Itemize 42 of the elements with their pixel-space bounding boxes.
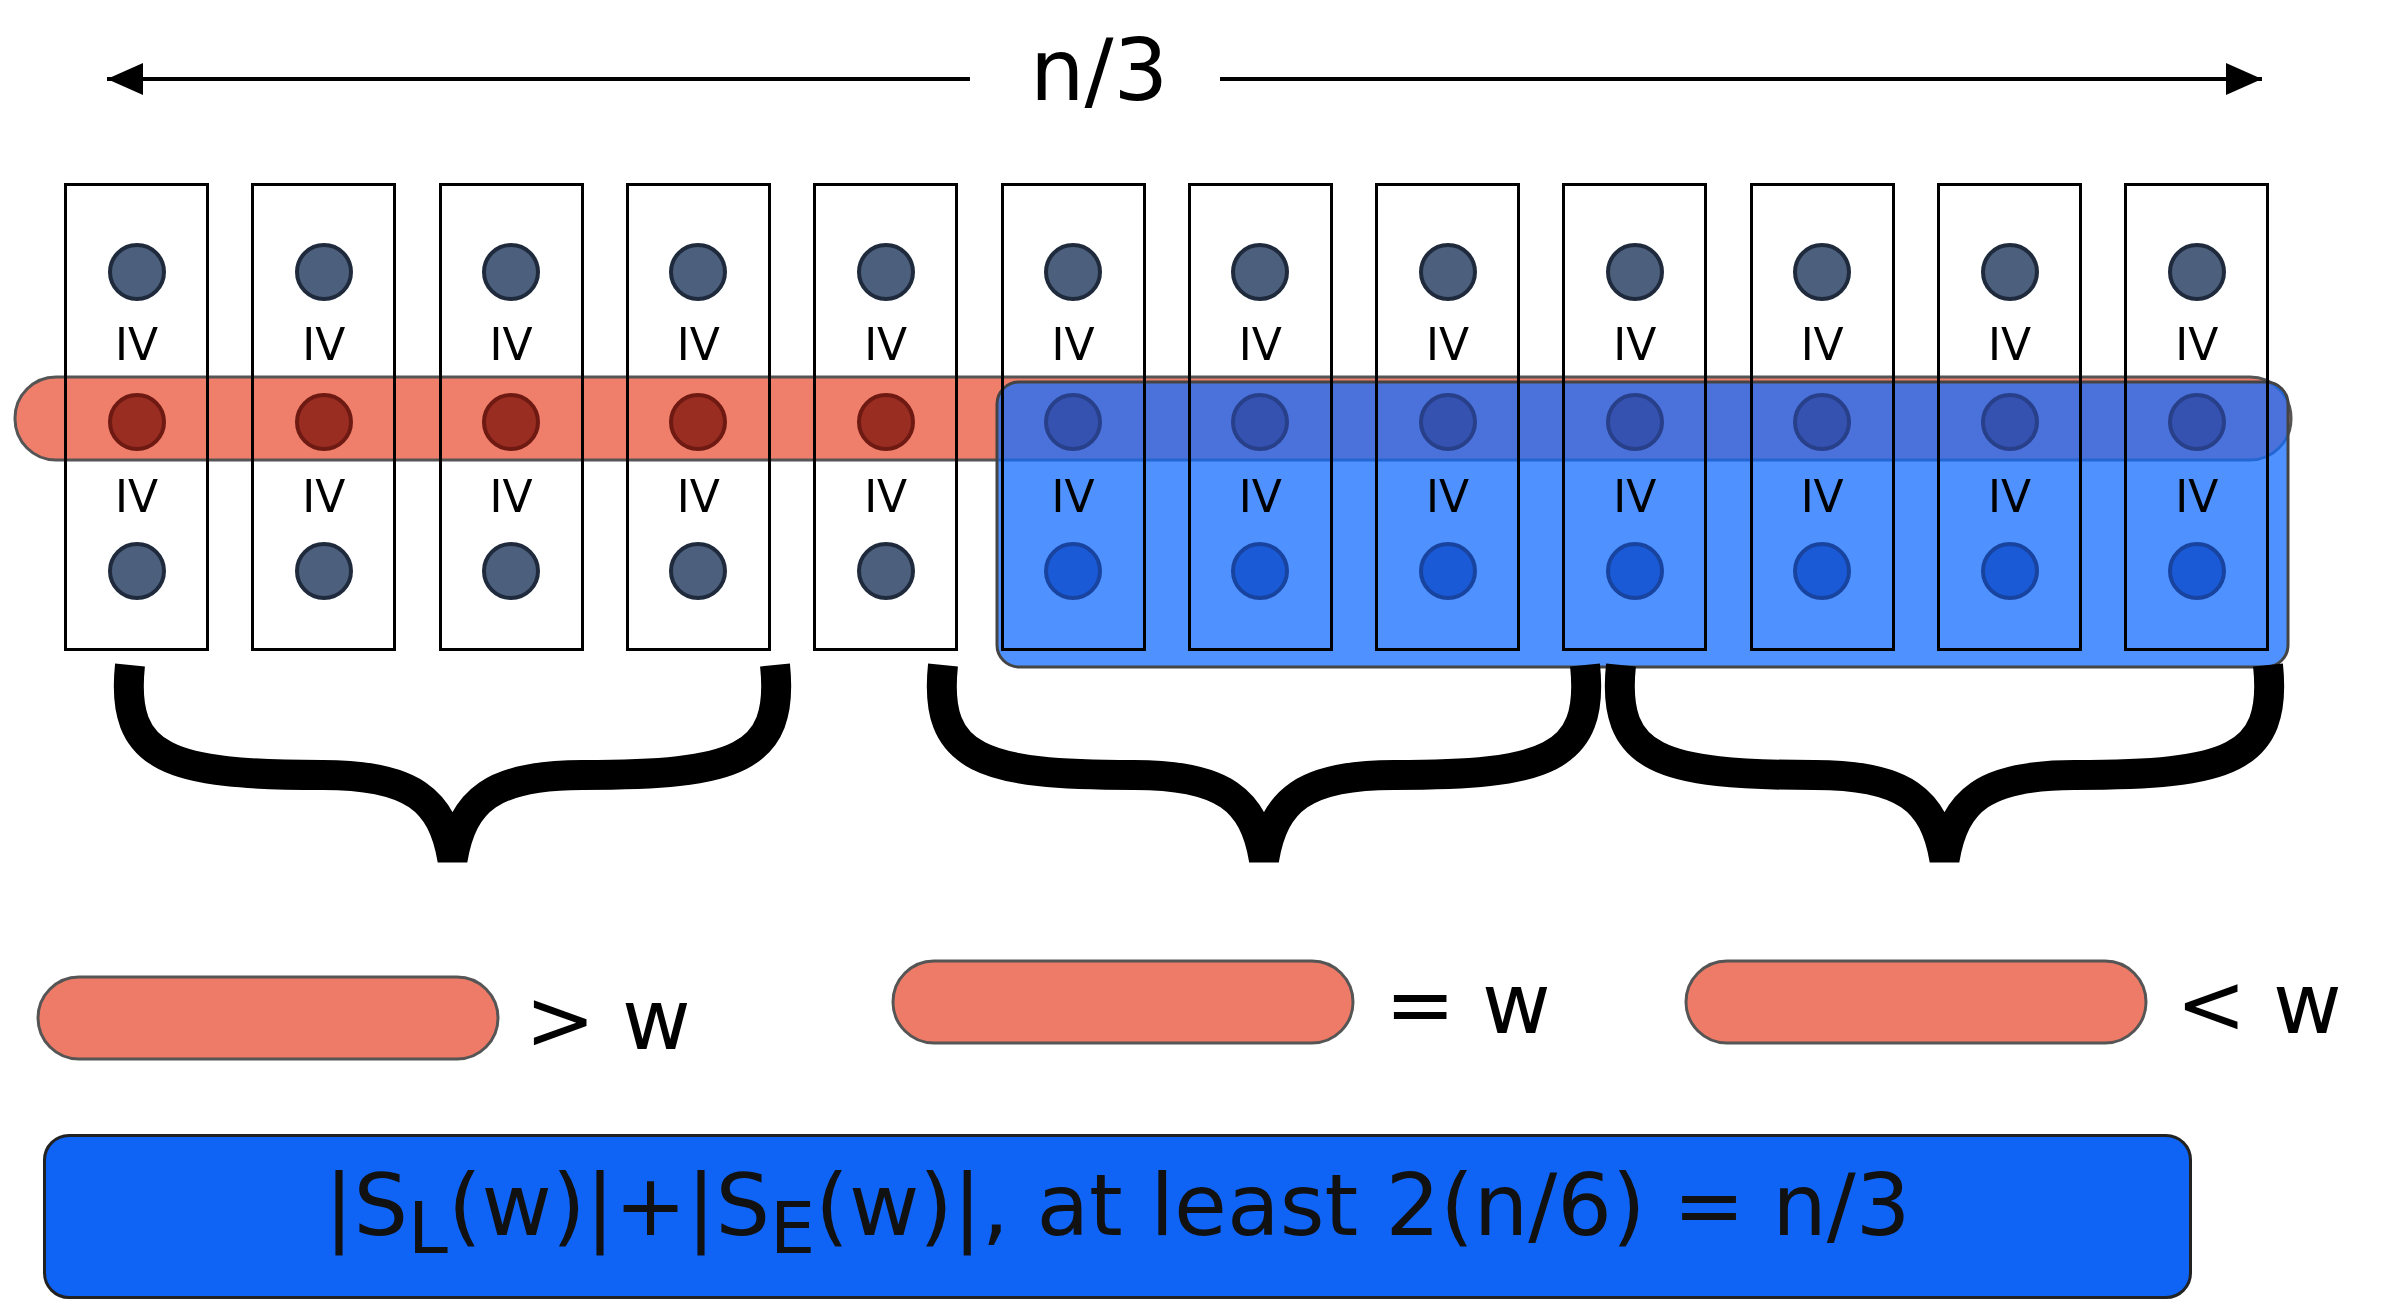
comparison-sign: IV (1051, 319, 1095, 370)
legend-label: = w (1385, 956, 1551, 1052)
column-box (813, 183, 959, 651)
comparison-sign: IV (1238, 319, 1282, 370)
comparison-sign: IV (302, 319, 346, 370)
column-box (1375, 183, 1521, 651)
comparison-sign: IV (1238, 471, 1282, 522)
dimension-label: n/3 (1030, 20, 1169, 120)
column-box (64, 183, 209, 651)
legend-label: < w (2176, 956, 2342, 1052)
comparison-sign: IV (1987, 471, 2032, 522)
comparison-sign: IV (1800, 471, 1844, 522)
comparison-sign: IV (1051, 471, 1095, 522)
comparison-sign: IV (2175, 319, 2219, 370)
comparison-sign: IV (114, 319, 159, 370)
comparison-sign: IV (1800, 319, 1844, 370)
comparison-sign: IV (864, 319, 908, 370)
comparison-sign: IV (676, 471, 720, 522)
column-box (251, 183, 397, 651)
column-box (1187, 183, 1333, 651)
comparison-sign: IV (1613, 319, 1657, 370)
summary-text: |S$_{L}$(w)|+|S$_{E}$(w)|, at least 2(n/6) = n/3 (324, 1154, 1911, 1273)
column-box (1000, 183, 1146, 651)
column-box (2124, 183, 2270, 651)
column-box (1562, 183, 1708, 651)
comparison-sign: IV (1613, 471, 1657, 522)
column-box (625, 183, 771, 651)
comparison-sign: IV (114, 471, 159, 522)
legend-label: > w (525, 972, 691, 1068)
comparison-sign: IV (864, 471, 908, 522)
comparison-sign: IV (489, 471, 533, 522)
comparison-sign: IV (1426, 319, 1470, 370)
summary-box (43, 1134, 2192, 1299)
column-box (1749, 183, 1895, 651)
comparison-sign: IV (1426, 471, 1470, 522)
comparison-sign: IV (302, 471, 346, 522)
comparison-sign: IV (489, 319, 533, 370)
column-box (438, 183, 584, 651)
comparison-sign: IV (676, 319, 720, 370)
comparison-sign: IV (2175, 471, 2219, 522)
comparison-sign: IV (1987, 319, 2032, 370)
column-box (1937, 183, 2082, 651)
